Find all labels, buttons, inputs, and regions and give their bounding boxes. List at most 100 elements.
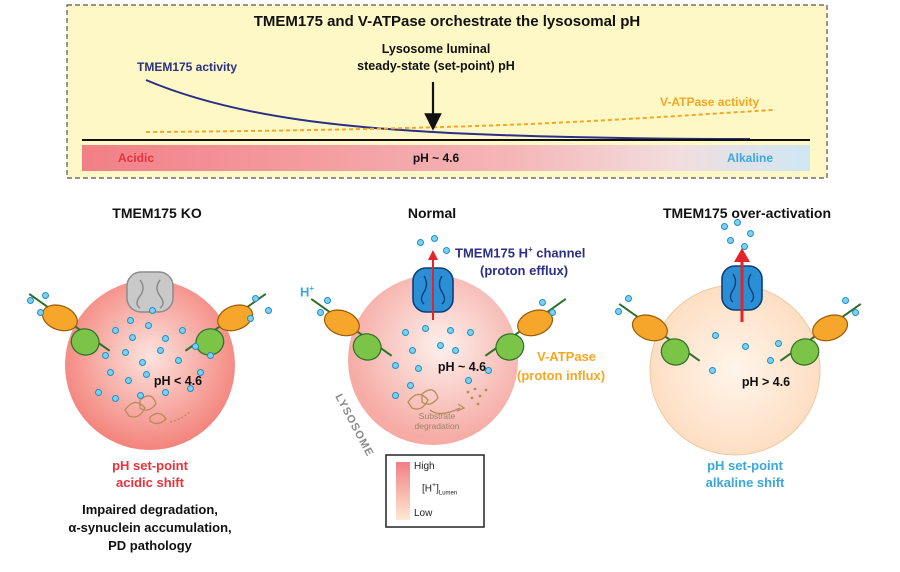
ko-vatpase-left [28, 293, 111, 356]
proton-ion [26, 296, 34, 304]
proton-ion [391, 361, 399, 369]
normal-channel-label-line2: (proton efflux) [480, 263, 569, 278]
normal-lysosome [348, 275, 518, 445]
proton-ion [741, 342, 749, 350]
ko-shift-line1: pH set-point [112, 458, 188, 473]
over-shift-line2: alkaline shift [705, 475, 785, 490]
over-ph-label: pH > 4.6 [741, 375, 791, 389]
over-vatpase-right [779, 303, 862, 366]
ko-outcome-line3: PD pathology [108, 538, 192, 553]
legend-high: High [414, 461, 435, 472]
proton-ion [711, 331, 719, 339]
proton-ion [161, 388, 169, 396]
ko-outcome-line1: Impaired degradation, [82, 502, 218, 517]
proton-ion [726, 236, 734, 244]
proton-ion [246, 314, 254, 322]
proton-ion [138, 358, 146, 366]
proton-ion [196, 368, 204, 376]
substrate-label-line1: Substrate [418, 411, 456, 421]
over-tmem175-channel [721, 248, 763, 322]
proton-ion [174, 356, 182, 364]
ko-outcome-line2: α-synuclein accumulation, [68, 520, 232, 535]
proton-ion [416, 238, 424, 246]
normal-vatpase-left [310, 298, 393, 361]
proton-ion [548, 308, 556, 316]
proton-ion [111, 394, 119, 402]
proton-ion [746, 229, 754, 237]
proton-ion [206, 351, 214, 359]
scale-acidic-label: Acidic [118, 151, 155, 165]
scale-alkaline-label: Alkaline [727, 151, 774, 165]
ko-shift-line2: acidic shift [116, 475, 184, 490]
proton-ion [128, 333, 136, 341]
normal-vatpase-label-line2: (proton influx) [517, 368, 606, 383]
normal-vatpase-right [484, 298, 567, 361]
legend-low: Low [414, 508, 433, 519]
proton-ion [421, 324, 429, 332]
tmem175-activity-label: TMEM175 activity [137, 60, 238, 74]
normal-channel-label-line1: TMEM175 H+ channel [455, 245, 586, 261]
top-panel-title: TMEM175 and V-ATPase orchestrate the lys… [253, 13, 641, 30]
proton-ion [36, 308, 44, 316]
normal-ph-label: pH ~ 4.6 [437, 360, 487, 374]
proton-ion [733, 218, 741, 226]
proton-ion [148, 306, 156, 314]
proton-ion [124, 376, 132, 384]
proton-ion [161, 334, 169, 342]
setpoint-label-line1: Lysosome luminal [381, 42, 491, 56]
proton-ion [316, 308, 324, 316]
ko-title: TMEM175 KO [112, 205, 202, 221]
proton-ion [251, 294, 259, 302]
proton-ion [391, 391, 399, 399]
ko-broken-channel [126, 271, 174, 313]
legend-gradient [396, 462, 410, 520]
proton-ion [94, 388, 102, 396]
proton-ion [466, 328, 474, 336]
proton-ion [774, 339, 782, 347]
normal-vatpase-label-line1: V-ATPase [537, 349, 597, 364]
proton-ion [451, 346, 459, 354]
proton-ion [191, 342, 199, 350]
over-shift-line1: pH set-point [707, 458, 783, 473]
proton-ion [323, 296, 331, 304]
proton-ion [186, 384, 194, 392]
proton-ion [106, 368, 114, 376]
proton-ion [406, 381, 414, 389]
proton-ion [156, 346, 164, 354]
proton-ion [614, 307, 622, 315]
normal-title: Normal [407, 205, 457, 221]
normal-substrate [407, 389, 466, 415]
ko-lysosome [65, 280, 235, 450]
over-title: TMEM175 over-activation [662, 205, 832, 221]
proton-ion [111, 326, 119, 334]
proton-ion [538, 298, 546, 306]
proton-ion [624, 294, 632, 302]
proton-ion [401, 328, 409, 336]
vatpase-activity-label: V-ATPase activity [660, 95, 760, 109]
proton-ion [41, 291, 49, 299]
over-vatpase-left [618, 303, 701, 366]
proton-ion [436, 341, 444, 349]
normal-tmem175-channel [412, 250, 454, 320]
proton-ion [144, 321, 152, 329]
tmem175-activity-curve [145, 79, 751, 140]
legend-label: [H+]Lumen [422, 482, 458, 497]
proton-ion [430, 234, 438, 242]
vatpase-activity-curve [145, 109, 774, 133]
proton-ion [414, 364, 422, 372]
proton-ion [101, 351, 109, 359]
proton-ion [766, 356, 774, 364]
proton-ion [136, 391, 144, 399]
proton-ion [121, 348, 129, 356]
proton-ion [484, 366, 492, 374]
proton-ion [178, 326, 186, 334]
ko-substrate-aggregate [124, 395, 191, 425]
ph-scale-bar [82, 145, 810, 171]
proton-ion [708, 366, 716, 374]
proton-ion [740, 242, 748, 250]
substrate-fragments [466, 387, 488, 406]
proton-ion [142, 370, 150, 378]
substrate-label-line2: degradation [414, 421, 460, 431]
